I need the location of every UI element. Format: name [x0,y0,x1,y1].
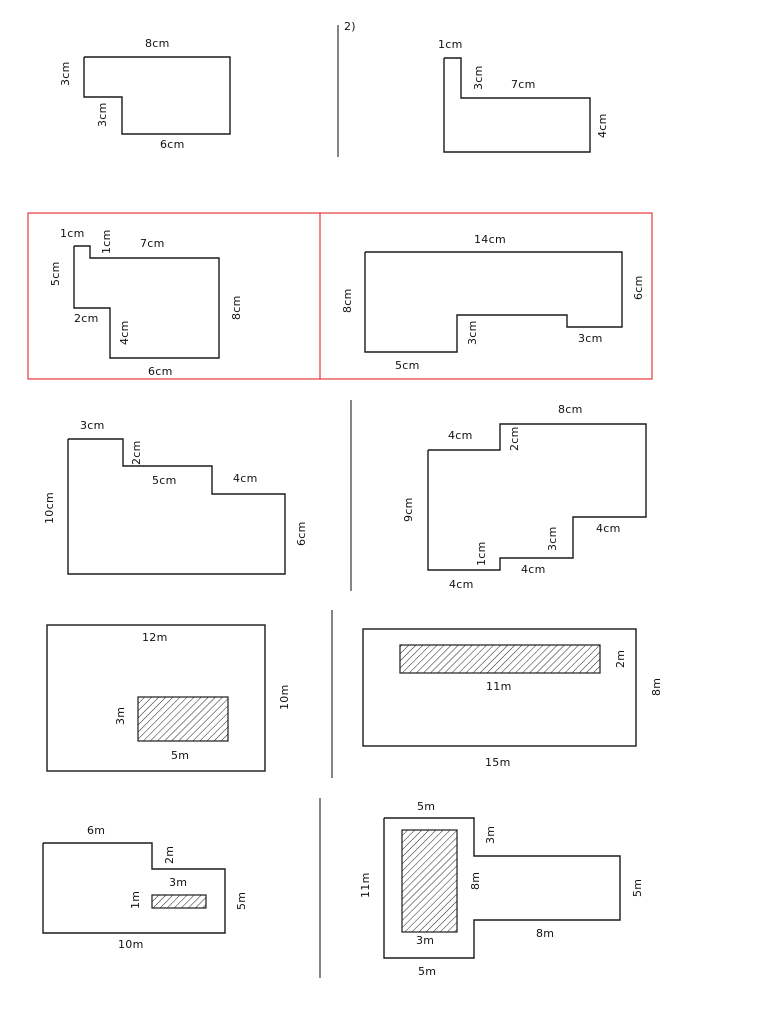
label: 3cm [546,526,559,551]
label: 4cm [448,429,473,442]
label: 4cm [449,578,474,591]
label: 6cm [160,138,185,151]
label: 14cm [474,233,506,246]
label: 5cm [152,474,177,487]
label: 4cm [596,113,609,138]
label: 2cm [130,440,143,465]
field-4-outline [383,817,621,959]
label: 1cm [475,541,488,566]
highlight-box [27,212,653,380]
field-1-outline [46,624,266,772]
label: 11m [359,872,372,898]
label: 5m [171,749,189,762]
shape-6-outline [427,423,647,571]
field-4: 5m 11m 3m 8m 5m 3m 8m 5m [359,800,644,978]
field-2-hatched-area [399,644,601,674]
label: 8m [536,927,554,940]
label: 4cm [118,320,131,345]
label: 3m [416,934,434,947]
label: 6cm [148,365,173,378]
shape-1-outline [83,56,231,135]
shape-3-outline [73,245,220,359]
label: 7cm [140,237,165,250]
label: 1cm [438,38,463,51]
label: 5m [418,965,436,978]
question-number: 2) [344,20,356,33]
label: 3m [114,707,127,725]
field-3: 6m 2m 3m 1m 5m 10m [42,824,248,951]
shape-4-outline [364,251,623,353]
label: 8m [469,872,482,890]
label: 11m [486,680,512,693]
shape-1: 8cm 3cm 3cm 6cm [59,37,231,151]
label: 5m [235,892,248,910]
label: 3cm [472,65,485,90]
field-3-hatched-area [151,894,207,909]
label: 10m [278,684,291,710]
shape-6: 8cm 4cm 2cm 9cm 4cm 3cm 4cm 1cm 4cm [402,403,647,591]
label: 6cm [632,275,645,300]
label: 8cm [558,403,583,416]
label: 5m [631,879,644,897]
label: 8m [650,678,663,696]
field-1-hatched-area [137,696,229,742]
label: 3cm [578,332,603,345]
label: 5cm [49,261,62,286]
label: 6cm [295,521,308,546]
label: 8cm [230,295,243,320]
shape-2: 1cm 3cm 7cm 4cm [438,38,609,153]
label: 2m [163,846,176,864]
label: 9cm [402,497,415,522]
shape-5: 3cm 2cm 5cm 4cm 10cm 6cm [43,419,308,575]
label: 4cm [233,472,258,485]
field-2: 2m 11m 8m 15m [362,628,663,769]
label: 8cm [341,288,354,313]
label: 6m [87,824,105,837]
label: 3cm [80,419,105,432]
label: 15m [485,756,511,769]
label: 4cm [596,522,621,535]
label: 3m [169,876,187,889]
label: 1m [129,891,142,909]
shape-2-outline [443,57,591,153]
label: 10cm [43,492,56,524]
shape-4: 14cm 8cm 6cm 5cm 3cm 3cm [341,233,645,372]
label: 1cm [100,229,113,254]
label: 5m [417,800,435,813]
label: 3cm [466,320,479,345]
shape-5-outline [67,438,286,575]
label: 1cm [60,227,85,240]
label: 2cm [74,312,99,325]
label: 2m [614,650,627,668]
field-2-outline [362,628,637,747]
label: 3cm [96,102,109,127]
field-4-hatched-area [401,829,458,933]
field-1: 12m 10m 3m 5m [46,624,291,772]
shape-3: 1cm 1cm 7cm 5cm 2cm 4cm 8cm 6cm [49,227,243,378]
label: 2cm [508,426,521,451]
label: 8cm [145,37,170,50]
label: 10m [118,938,144,951]
label: 12m [142,631,168,644]
label: 4cm [521,563,546,576]
label: 3m [484,826,497,844]
field-3-outline [42,842,226,934]
label: 3cm [59,61,72,86]
label: 5cm [395,359,420,372]
label: 7cm [511,78,536,91]
